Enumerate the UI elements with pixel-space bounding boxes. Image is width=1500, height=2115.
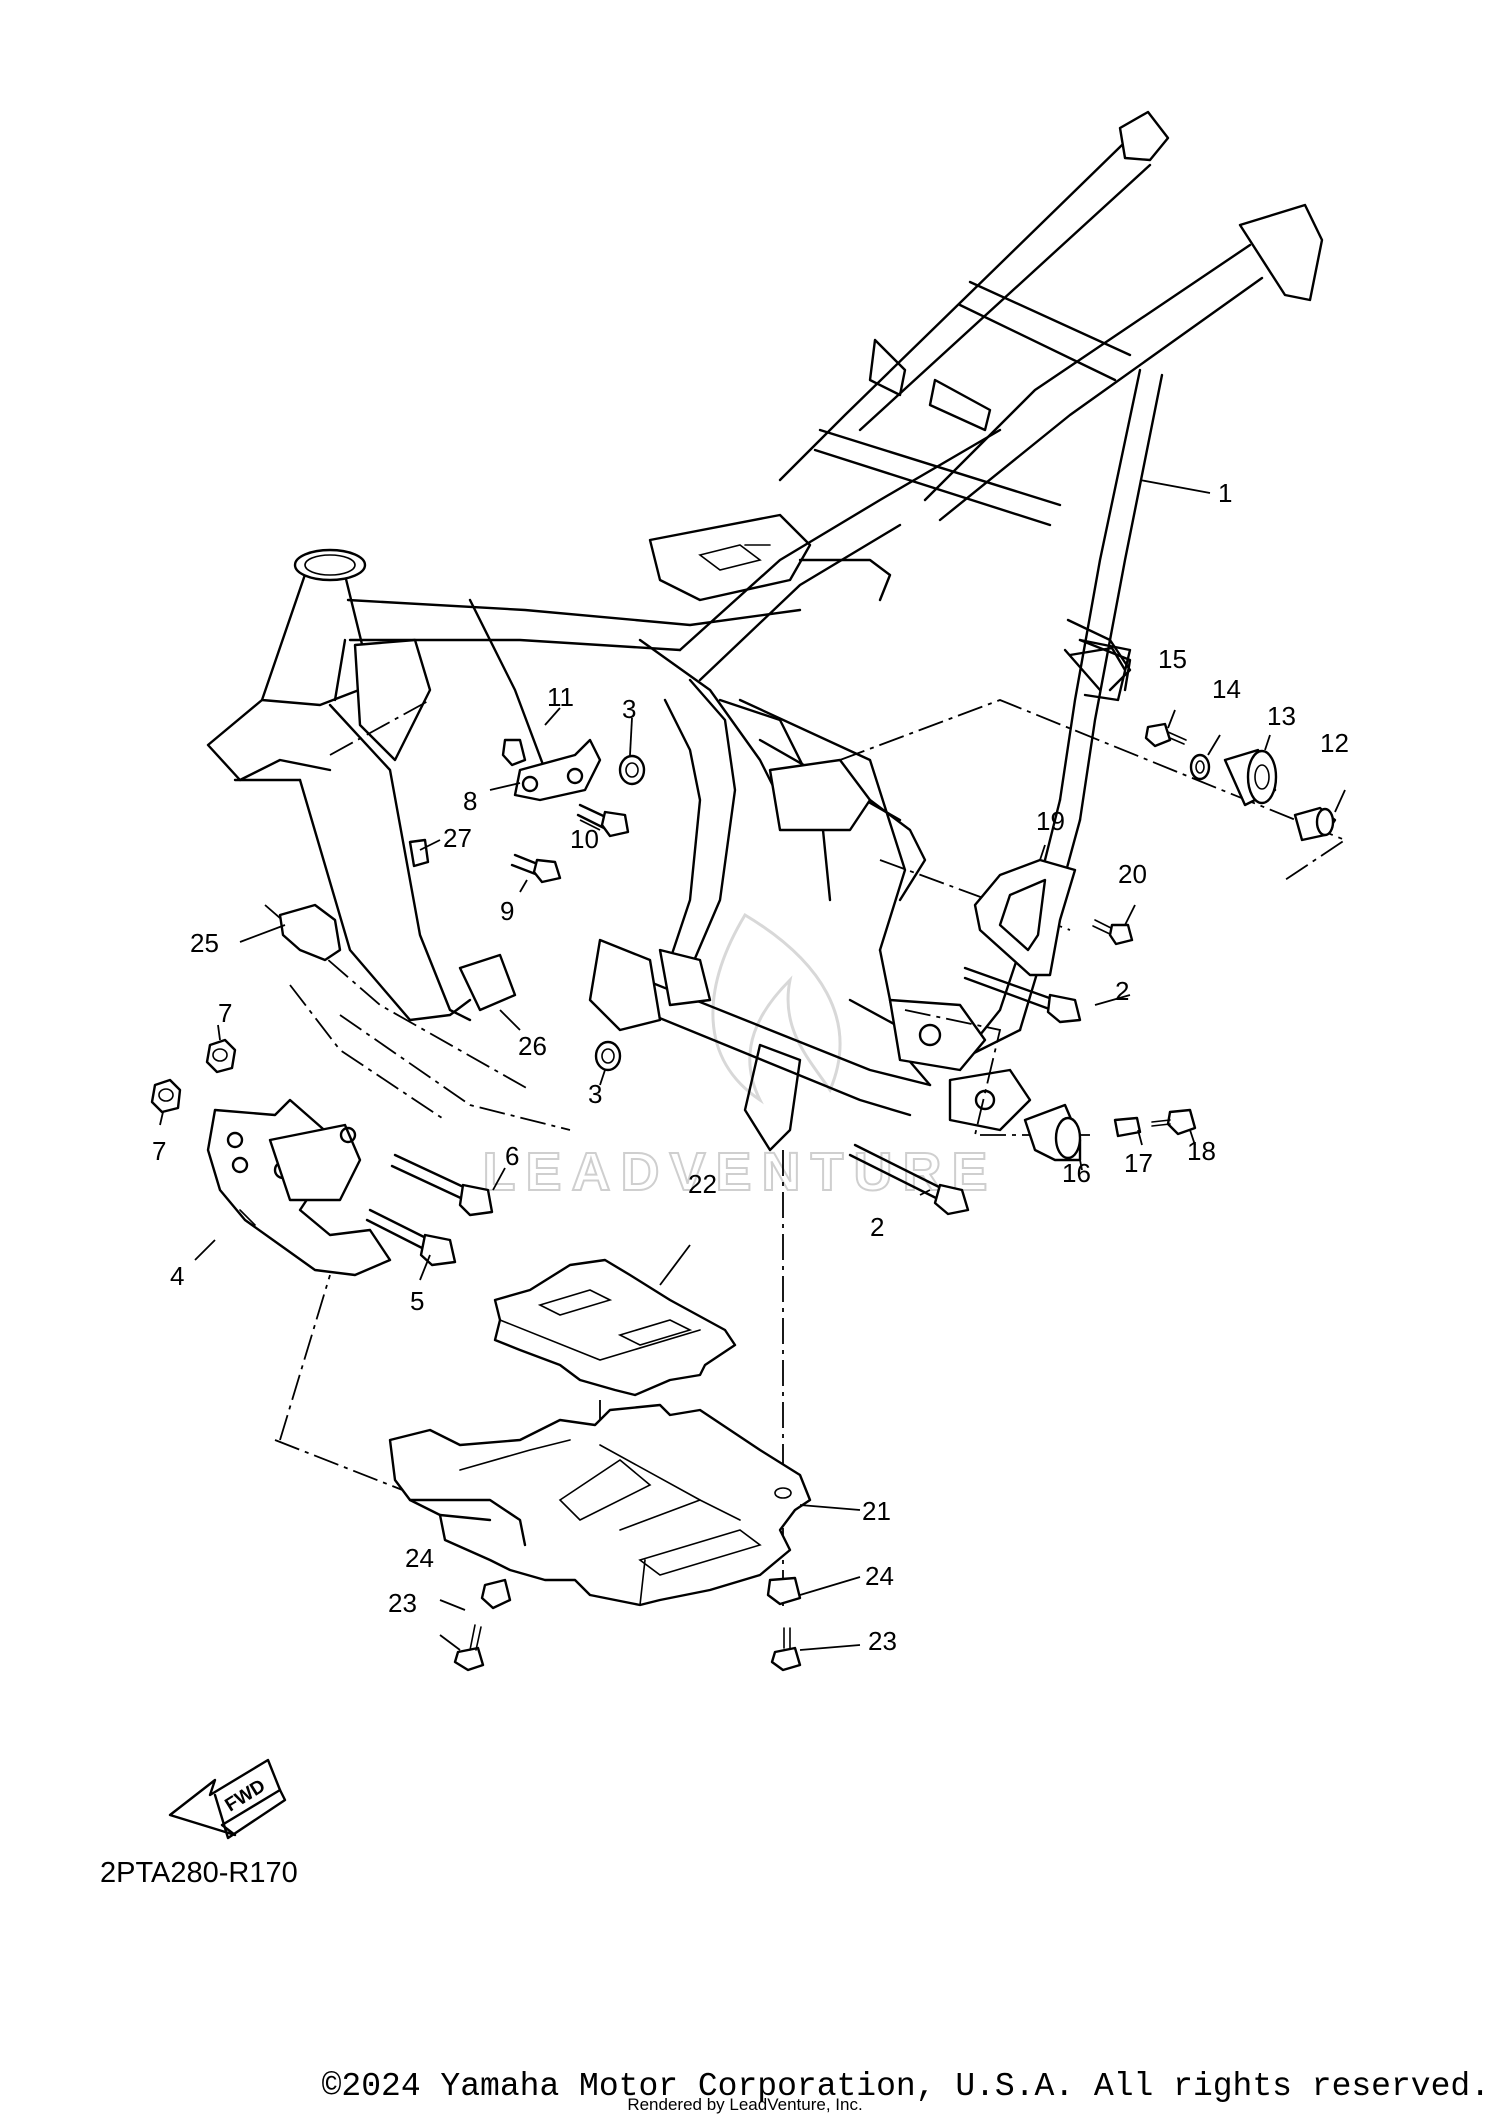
bolt-9: [510, 853, 562, 884]
damper-25: [278, 903, 342, 962]
callout-17: 17: [1124, 1148, 1153, 1178]
damper-13: [1223, 748, 1278, 807]
bolt-18: [1151, 1108, 1197, 1136]
callout-3-upper: 3: [622, 694, 636, 724]
callout-21: 21: [862, 1496, 891, 1526]
fwd-arrow-icon: FWD: [168, 1758, 287, 1840]
callout-14: 14: [1212, 674, 1241, 704]
callout-24-right: 24: [865, 1561, 894, 1591]
figure-code: 2PTA280-R170: [100, 1857, 298, 1889]
clip-11: [501, 738, 527, 767]
collar-12: [1293, 806, 1337, 842]
skid-plate-21: [388, 1403, 812, 1607]
bracket-19: [973, 858, 1077, 977]
bolt-2-upper: [963, 966, 1082, 1024]
bolt-23-left: [453, 1624, 485, 1672]
callout-25: 25: [190, 928, 219, 958]
callout-18: 18: [1187, 1136, 1216, 1166]
collar-17: [1113, 1116, 1142, 1138]
callout-24-left: 24: [405, 1543, 434, 1573]
callout-4: 4: [170, 1261, 184, 1291]
callout-12: 12: [1320, 728, 1349, 758]
callout-26: 26: [518, 1031, 547, 1061]
bolt-10: [576, 803, 630, 838]
guard-plate-22: [493, 1258, 737, 1397]
callout-11: 11: [547, 682, 574, 712]
callout-2-upper: 2: [1115, 976, 1129, 1006]
callout-13: 13: [1267, 701, 1296, 731]
damper-16: [1023, 1103, 1082, 1162]
callout-27: 27: [443, 823, 472, 853]
collar-24-right: [766, 1576, 802, 1606]
callout-numbers: 1 2 2 3 3 4 5 6 7 7 8 9 10 11 12 13 14 1…: [152, 478, 1349, 1656]
callout-8: 8: [463, 786, 477, 816]
callout-9: 9: [500, 896, 514, 926]
engine-bracket-4: [206, 1098, 392, 1277]
washer-14: [1189, 753, 1211, 781]
watermark-text: LEADVENTURE: [482, 1142, 997, 1202]
callout-2-lower: 2: [870, 1212, 884, 1242]
callout-19: 19: [1036, 806, 1065, 836]
callout-16: 16: [1062, 1158, 1091, 1188]
copyright-text: ©2024 Yamaha Motor Corporation, U.S.A. A…: [322, 2068, 1490, 2105]
nut-7-upper: [205, 1038, 237, 1074]
callout-7-upper: 7: [218, 998, 232, 1028]
collar-24-left: [480, 1578, 512, 1610]
callout-15: 15: [1158, 644, 1187, 674]
callout-20: 20: [1118, 859, 1147, 889]
callout-6: 6: [505, 1141, 519, 1171]
leader-lines: [159, 479, 1346, 1651]
bolt-15: [1144, 722, 1187, 748]
nut-7-lower: [150, 1078, 182, 1114]
callout-10: 10: [570, 824, 599, 854]
callout-23-left: 23: [388, 1588, 417, 1618]
callout-22: 22: [688, 1169, 717, 1199]
callout-3-lower: 3: [588, 1079, 602, 1109]
plate-26: [458, 953, 517, 1012]
bolt-6: [390, 1153, 494, 1217]
rendered-by-text: Rendered by LeadVenture, Inc.: [627, 2095, 862, 2114]
callout-7-lower: 7: [152, 1136, 166, 1166]
watermark: LEADVENTURE: [481, 912, 997, 1203]
plate-8: [513, 738, 602, 802]
bolt-23-right: [770, 1627, 802, 1672]
callout-1: 1: [1218, 478, 1232, 508]
collar-3-lower: [594, 1040, 622, 1072]
collar-3-upper: [618, 754, 646, 786]
callout-23-right: 23: [868, 1626, 897, 1656]
clip-27: [408, 838, 430, 868]
frame-assembly: [206, 110, 1324, 1152]
callout-5: 5: [410, 1286, 424, 1316]
